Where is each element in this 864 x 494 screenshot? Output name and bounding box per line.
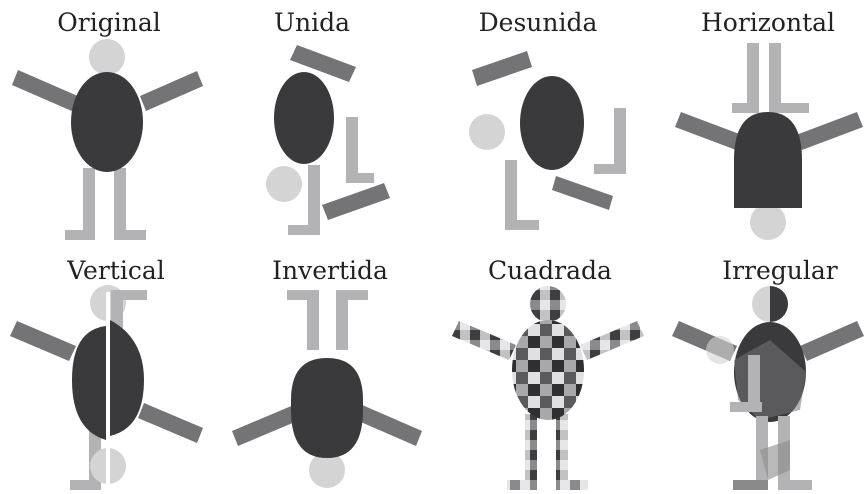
right-foot <box>778 480 812 490</box>
leg-a <box>346 117 358 173</box>
right-arm <box>140 71 203 111</box>
left-leg <box>83 168 95 230</box>
right-foot <box>556 480 588 490</box>
figure-vertical <box>10 285 203 492</box>
figure-unida <box>266 45 390 235</box>
left-foot <box>287 290 319 300</box>
split-gap <box>106 292 110 492</box>
panel-label-vertical: Vertical <box>67 256 165 285</box>
left-arm <box>12 70 80 112</box>
right-foot <box>769 103 809 113</box>
right-arm <box>580 321 644 360</box>
foot-b <box>288 225 320 235</box>
right-leg <box>769 43 781 103</box>
left-leg <box>525 414 537 480</box>
panel-label-original: Original <box>57 8 161 37</box>
panel-label-invertida: Invertida <box>272 256 388 285</box>
leg-a <box>614 108 626 164</box>
left-leg <box>747 43 759 103</box>
figure-desunida <box>469 51 626 230</box>
left-arm <box>232 404 302 446</box>
left-arm <box>675 112 742 150</box>
right-arm <box>796 112 863 150</box>
upper-foot <box>111 290 147 300</box>
lower-arm <box>322 183 390 220</box>
left-arm <box>10 321 76 361</box>
head-shape <box>530 286 566 322</box>
torso <box>734 112 802 208</box>
panel-label-cuadrada: Cuadrada <box>488 256 612 285</box>
floating-leg <box>748 355 760 405</box>
figure-original <box>12 39 203 240</box>
foot-a <box>594 164 626 174</box>
torso <box>512 320 584 420</box>
right-arm <box>354 404 422 446</box>
torso <box>274 72 334 164</box>
leg-b <box>308 165 320 225</box>
upper-arm <box>472 51 532 86</box>
upper-arm <box>290 45 356 82</box>
right-foot <box>336 290 368 300</box>
leg-overlay <box>760 440 790 480</box>
head-shape <box>309 452 345 488</box>
figure-cuadrada <box>452 286 644 490</box>
torso <box>71 72 143 172</box>
head-shape <box>750 204 786 240</box>
right-leg <box>114 168 126 230</box>
lower-foot <box>70 480 101 490</box>
head-shape <box>469 114 505 150</box>
floating-disc <box>706 336 734 364</box>
head-dark-half <box>770 286 788 322</box>
left-arm <box>452 321 516 360</box>
torso-right <box>110 320 144 436</box>
head-shape <box>89 39 125 75</box>
left-foot <box>65 230 95 240</box>
left-leg <box>307 290 319 350</box>
torso <box>291 358 363 458</box>
foot-b <box>505 220 539 230</box>
right-foot <box>114 230 146 240</box>
right-leg <box>556 414 568 480</box>
torso-left <box>72 326 106 440</box>
right-arm <box>138 403 203 443</box>
floating-foot <box>730 402 762 412</box>
right-leg <box>336 290 348 350</box>
panel-label-unida: Unida <box>273 8 351 37</box>
left-foot <box>507 480 537 490</box>
left-foot <box>732 103 759 113</box>
left-foot <box>733 480 768 490</box>
panel-label-irregular: Irregular <box>722 256 838 285</box>
right-arm <box>800 321 864 361</box>
foot-a <box>346 173 374 183</box>
figure-irregular <box>672 286 864 490</box>
panel-label-desunida: Desunida <box>478 8 598 37</box>
figure-invertida <box>232 290 422 488</box>
panel-label-horizontal: Horizontal <box>700 8 836 37</box>
torso <box>520 76 584 170</box>
head-shape <box>266 166 302 202</box>
figure-horizontal <box>675 43 863 240</box>
leg-b <box>505 160 517 220</box>
lower-arm <box>552 176 613 210</box>
